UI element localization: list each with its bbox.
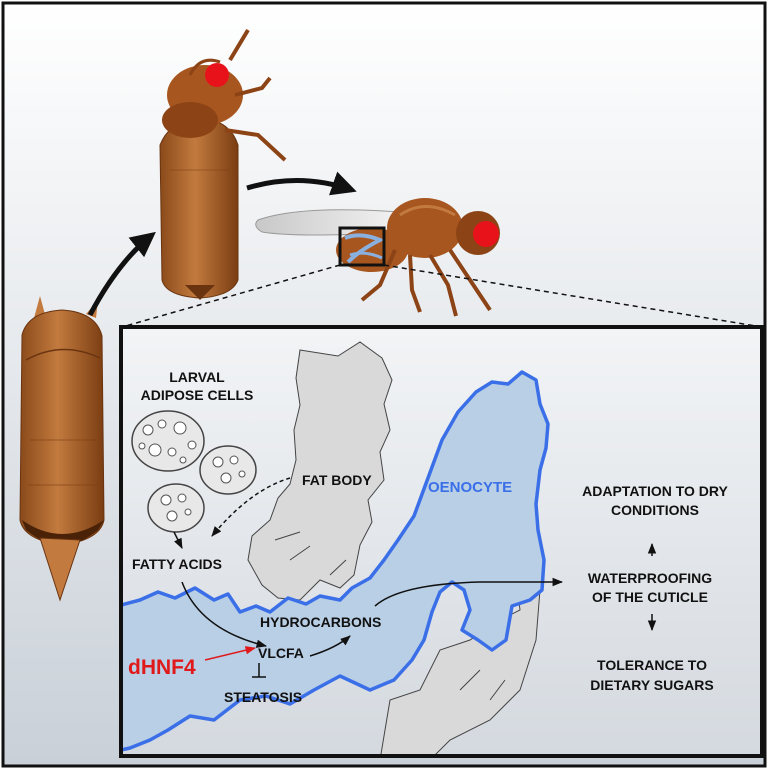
steatosis-label: STEATOSIS [224, 689, 302, 705]
fatty-acids-label: FATTY ACIDS [132, 556, 222, 572]
adaptation-label-2: CONDITIONS [611, 502, 699, 518]
waterproofing-label-1: WATERPROOFING [588, 570, 712, 586]
dhnf4-label: dHNF4 [128, 656, 196, 679]
larval-adipose-label-1: LARVAL [169, 369, 225, 385]
waterproofing-label-2: OF THE CUTICLE [592, 589, 708, 605]
hydrocarbons-label: HYDROCARBONS [260, 614, 381, 630]
fat-body-label: FAT BODY [302, 472, 372, 488]
adaptation-label-1: ADAPTATION TO DRY [582, 483, 728, 499]
oenocyte-label: OENOCYTE [428, 479, 512, 496]
tolerance-label-1: TOLERANCE TO [597, 657, 707, 673]
tolerance-label-2: DIETARY SUGARS [590, 677, 713, 693]
vlcfa-label: VLCFA [258, 645, 304, 661]
larval-adipose-label-2: ADIPOSE CELLS [141, 387, 254, 403]
